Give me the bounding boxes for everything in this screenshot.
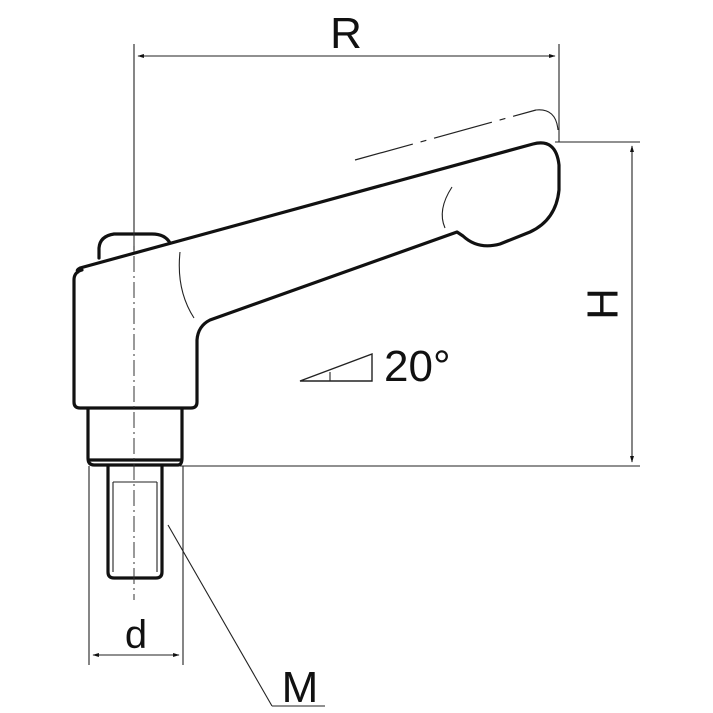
- label-r: R: [330, 9, 362, 58]
- phantom-lever: [354, 109, 559, 161]
- dimension-h: [180, 141, 640, 467]
- angle-symbol: [299, 352, 373, 382]
- label-m: M: [282, 663, 319, 712]
- leader-m: [167, 524, 325, 707]
- lever-body: [72, 141, 561, 410]
- threaded-stud: [106, 464, 164, 580]
- label-angle: 20°: [384, 342, 451, 391]
- label-h: H: [579, 288, 628, 320]
- label-d: d: [125, 613, 147, 657]
- dimension-r: [133, 44, 560, 250]
- lever-collar: [86, 407, 184, 467]
- dimension-d: [88, 466, 184, 665]
